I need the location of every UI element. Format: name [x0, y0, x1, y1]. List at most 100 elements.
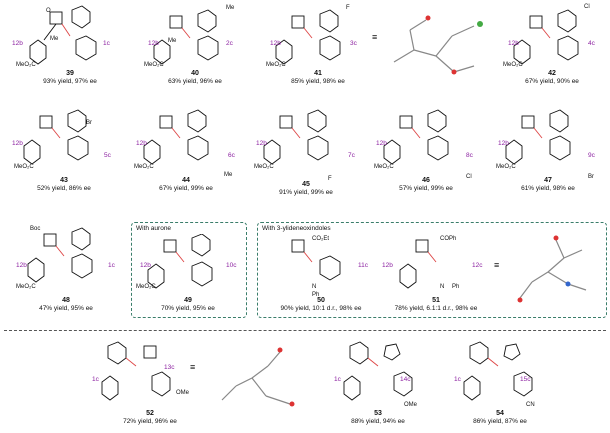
structure-49 — [147, 234, 213, 289]
ester-label: MeO₂C — [16, 62, 36, 68]
equivalence-symbol: ≡ — [372, 32, 378, 42]
compound-number: 46 — [422, 177, 430, 184]
compound-number: 49 — [184, 297, 192, 304]
tag-46-left: 12b — [376, 140, 387, 147]
compound-52-caption: 52 72% yield, 96% ee — [90, 409, 210, 426]
compound-yield: 63% yield, 96% ee — [168, 78, 222, 85]
substituent-label: CO₂Et — [312, 236, 329, 242]
tag-41-left: 12b — [270, 40, 281, 47]
compound-47-caption: 47 61% yield, 98% ee — [488, 176, 608, 193]
tag-44-left: 12b — [136, 140, 147, 147]
compound-49-caption: 49 70% yield, 95% ee — [128, 296, 248, 313]
compound-yield: 86% yield, 87% ee — [473, 418, 527, 425]
tag-39-right: 1c — [103, 40, 110, 47]
oxindole-panel — [257, 222, 607, 318]
tag-39-left: 12b — [12, 40, 23, 47]
structure-45 — [263, 109, 329, 165]
section-divider — [4, 330, 606, 331]
compound-46-caption: 46 57% yield, 99% ee — [366, 176, 486, 193]
compound-yield: 93% yield, 97% ee — [43, 78, 97, 85]
ester-label: MeO₂C — [254, 164, 274, 170]
substituent-label: COPh — [440, 236, 457, 242]
compound-number: 53 — [374, 410, 382, 417]
structure-39 — [29, 5, 97, 65]
tag-43-right: 5c — [104, 152, 111, 159]
compound-yield: 61% yield, 98% ee — [521, 185, 575, 192]
compound-number: 43 — [60, 177, 68, 184]
tag-53-left: 1c — [334, 376, 341, 383]
substituent-label: OMe — [176, 390, 190, 396]
compound-39-caption: 39 93% yield, 97% ee — [10, 69, 130, 86]
oxindole-panel-title: With 3-ylideneoxindoles — [262, 225, 331, 232]
structure-46 — [383, 109, 449, 165]
aurone-panel-title: With aurone — [136, 225, 172, 232]
ester-label: MeO₂C — [144, 62, 164, 68]
tag-52-left: 1c — [92, 376, 99, 383]
substituent-label: Cl — [466, 174, 472, 180]
compound-number: 41 — [314, 70, 322, 77]
ester-label: MeO₂C — [16, 284, 36, 290]
tag-53-right: 14c — [400, 376, 411, 383]
tag-49-right: 10c — [226, 262, 237, 269]
substituent-label: F — [346, 5, 350, 11]
nitrogen-label: N — [312, 284, 317, 290]
compound-number: 52 — [146, 410, 154, 417]
ester-label: MeO₂C — [496, 164, 516, 170]
compound-48-caption: 48 47% yield, 95% ee — [6, 296, 126, 313]
tag-49-left: 12b — [140, 262, 151, 269]
substituent-label: F — [328, 176, 332, 182]
tag-45-right: 7c — [348, 152, 355, 159]
compound-yield: 67% yield, 90% ee — [525, 78, 579, 85]
ester-label: MeO₂C — [14, 164, 34, 170]
substituent-label: CN — [526, 402, 535, 408]
tag-44-right: 6c — [228, 152, 235, 159]
substituent-label: Me — [226, 5, 235, 11]
tag-42-left: 12b — [508, 40, 519, 47]
structure-50 — [291, 239, 341, 281]
boc-label: Boc — [30, 226, 41, 232]
phenyl-label: Ph — [312, 292, 320, 298]
compound-yield: 70% yield, 95% ee — [161, 305, 215, 312]
ester-label: MeO₂C — [136, 284, 156, 290]
compound-yield: 67% yield, 99% ee — [159, 185, 213, 192]
compound-45-caption: 45 91% yield, 99% ee — [246, 180, 366, 197]
phenyl-label: Ph — [452, 284, 460, 290]
tag-42-right: 4c — [588, 40, 595, 47]
structure-44 — [143, 109, 209, 165]
tag-48-left: 12b — [16, 262, 27, 269]
crystal-structure-52 — [221, 347, 295, 407]
compound-number: 44 — [182, 177, 190, 184]
compound-44-caption: 44 67% yield, 99% ee — [126, 176, 246, 193]
ester-label: MeO₂C — [503, 62, 523, 68]
compound-number: 39 — [66, 70, 74, 77]
structure-42 — [513, 9, 579, 65]
tag-41-right: 3c — [350, 40, 357, 47]
compound-yield: 57% yield, 99% ee — [399, 185, 453, 192]
compound-51-caption: 51 78% yield, 6.1:1 d.r., 98% ee — [380, 296, 492, 313]
structure-43 — [23, 109, 89, 165]
nitrogen-label: N — [440, 284, 445, 290]
compound-yield: 78% yield, 6.1:1 d.r., 98% ee — [394, 305, 478, 312]
ester-label: MeO₂C — [134, 164, 154, 170]
tag-46-right: 8c — [466, 152, 473, 159]
compound-yield: 52% yield, 86% ee — [37, 185, 91, 192]
structure-52 — [101, 341, 171, 401]
tag-47-left: 12b — [498, 140, 509, 147]
methyl-label: Me — [168, 38, 177, 44]
compound-54-caption: 54 86% yield, 87% ee — [440, 409, 560, 426]
structure-47 — [505, 109, 571, 165]
equivalence-symbol: ≡ — [190, 362, 196, 372]
tag-54-right: 15c — [520, 376, 531, 383]
crystal-structure-41 — [393, 15, 483, 75]
ester-label: MeO₂C — [374, 164, 394, 170]
structure-51 — [399, 239, 437, 289]
compound-40-caption: 40 63% yield, 96% ee — [135, 69, 255, 86]
substituent-label: Me — [224, 172, 233, 178]
compound-50-caption: 50 90% yield, 10:1 d.r., 98% ee — [266, 296, 376, 313]
compound-number: 40 — [191, 70, 199, 77]
substituent-label: OMe — [404, 402, 418, 408]
substituent-label: Br — [86, 120, 92, 126]
compound-yield: 91% yield, 99% ee — [279, 189, 333, 196]
structure-40 — [153, 9, 219, 65]
compound-number: 45 — [302, 181, 310, 188]
